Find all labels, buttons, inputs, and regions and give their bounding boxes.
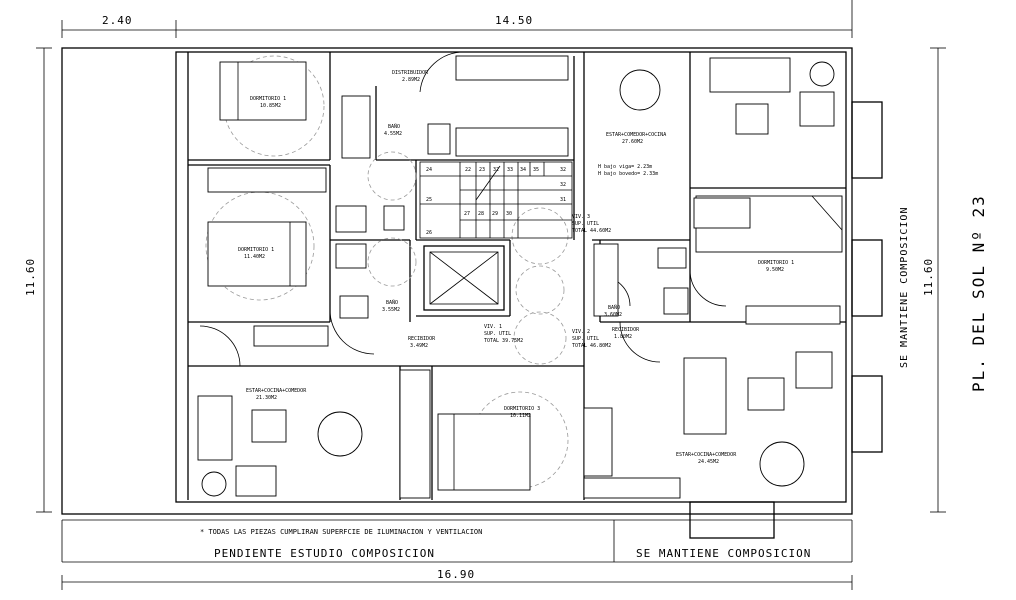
total-viv2: TOTAL 46.80M2 bbox=[572, 343, 611, 349]
label-estar-bottom-left: ESTAR+COCINA+COMEDOR bbox=[246, 388, 307, 394]
area-dormitorio3: 10.11M2 bbox=[510, 413, 531, 419]
label-bano-top: BAÑO bbox=[388, 123, 400, 130]
svg-text:22: 22 bbox=[465, 167, 471, 173]
svg-text:32: 32 bbox=[560, 167, 566, 173]
label-bano-mid-left: BAÑO bbox=[386, 299, 398, 306]
svg-text:34: 34 bbox=[520, 167, 526, 173]
kitchen-and-bath-fixtures bbox=[335, 55, 689, 499]
label-dormitorio1-top: DORMITORIO 1 bbox=[250, 96, 286, 102]
area-bano-top: 4.55M2 bbox=[384, 131, 402, 137]
label-viv1: VIV. 1 bbox=[484, 324, 502, 330]
height-a: H bajo viga= 2.23m bbox=[598, 164, 652, 170]
bed-bottom bbox=[437, 413, 531, 491]
label-dormitorio1-right: DORMITORIO 1 bbox=[758, 260, 794, 266]
area-estar-bottom-left: 21.30M2 bbox=[256, 395, 277, 401]
bed-left bbox=[207, 221, 307, 287]
dim-right: 11.60 bbox=[922, 258, 935, 296]
svg-text:30: 30 bbox=[506, 211, 512, 217]
area-estar-top-right: 27.60M2 bbox=[622, 139, 643, 145]
label-distribuidor: DISTRIBUIDOR bbox=[392, 70, 429, 76]
area-recibidor-right: 1.80M2 bbox=[614, 334, 632, 340]
living-furniture-bottom-left bbox=[197, 395, 363, 497]
svg-text:26: 26 bbox=[426, 230, 432, 236]
label-viv3: VIV. 3 bbox=[572, 214, 590, 220]
label-dormitorio1-left: DORMITORIO 1 bbox=[238, 247, 274, 253]
label-bano-mid-right: BAÑO bbox=[608, 304, 620, 311]
stair-step-numbers: 22 23 32 33 34 35 32 24 25 26 27 28 29 3… bbox=[426, 167, 566, 236]
room-labels: DORMITORIO 1 10.85M2 DISTRIBUIDOR 2.89M2… bbox=[238, 70, 794, 465]
dim-top-left: 2.40 bbox=[102, 14, 133, 27]
svg-text:33: 33 bbox=[507, 167, 513, 173]
area-dormitorio1-right: 9.50M2 bbox=[766, 267, 784, 273]
sup-viv2: SUP. UTIL bbox=[572, 336, 599, 342]
area-recibidor-left: 3.49M2 bbox=[410, 343, 428, 349]
bottom-right-label: SE MANTIENE COMPOSICION bbox=[636, 547, 811, 560]
label-estar-top-right: ESTAR+COMEDOR+COCINA bbox=[606, 132, 666, 138]
svg-text:28: 28 bbox=[478, 211, 484, 217]
bottom-left-label: PENDIENTE ESTUDIO COMPOSICION bbox=[214, 547, 435, 560]
living-furniture-top-right bbox=[619, 57, 835, 135]
total-viv3: TOTAL 44.60M2 bbox=[572, 228, 611, 234]
svg-text:25: 25 bbox=[426, 197, 432, 203]
dim-left: 11.60 bbox=[24, 258, 37, 296]
area-dormitorio1-top: 10.85M2 bbox=[260, 103, 281, 109]
label-viv2: VIV. 2 bbox=[572, 329, 590, 335]
total-viv1: TOTAL 39.75M2 bbox=[484, 338, 523, 344]
sup-viv3: SUP. UTIL bbox=[572, 221, 599, 227]
label-recibidor-left: RECIBIDOR bbox=[408, 336, 436, 342]
elevator bbox=[423, 245, 505, 311]
living-furniture-bottom-right bbox=[683, 351, 833, 487]
dim-bottom: 16.90 bbox=[437, 568, 475, 581]
svg-text:32: 32 bbox=[493, 167, 499, 173]
dim-top-right: 14.50 bbox=[495, 14, 533, 27]
svg-text:24: 24 bbox=[426, 167, 432, 173]
svg-text:29: 29 bbox=[492, 211, 498, 217]
area-bano-mid-right: 3.60M2 bbox=[604, 312, 622, 318]
svg-text:27: 27 bbox=[464, 211, 470, 217]
area-distribuidor: 2.89M2 bbox=[402, 77, 420, 83]
area-estar-bottom-right: 24.45M2 bbox=[698, 459, 719, 465]
bed-top-left bbox=[219, 61, 307, 121]
label-dormitorio3: DORMITORIO 3 bbox=[504, 406, 540, 412]
svg-text:23: 23 bbox=[479, 167, 485, 173]
label-estar-bottom-right: ESTAR+COCINA+COMEDOR bbox=[676, 452, 737, 458]
svg-text:35: 35 bbox=[533, 167, 539, 173]
svg-text:31: 31 bbox=[560, 197, 566, 203]
svg-text:32: 32 bbox=[560, 182, 566, 188]
balconies bbox=[689, 101, 883, 539]
height-b: H bajo bovedo= 2.33m bbox=[598, 171, 658, 177]
note: * TODAS LAS PIEZAS CUMPLIRAN SUPERFCIE D… bbox=[200, 528, 482, 536]
street-label: PL. DEL SOL Nº 23 bbox=[969, 194, 988, 392]
label-recibidor-right: RECIBIDOR bbox=[612, 327, 640, 333]
right-side-label: SE MANTIENE COMPOSICION bbox=[899, 207, 910, 368]
area-dormitorio1-left: 11.40M2 bbox=[244, 254, 265, 260]
wardrobes bbox=[207, 95, 841, 347]
sup-viv1: SUP. UTIL bbox=[484, 331, 511, 337]
staircase bbox=[419, 161, 573, 239]
dimension-lines bbox=[36, 0, 946, 590]
area-bano-mid-left: 3.55M2 bbox=[382, 307, 400, 313]
